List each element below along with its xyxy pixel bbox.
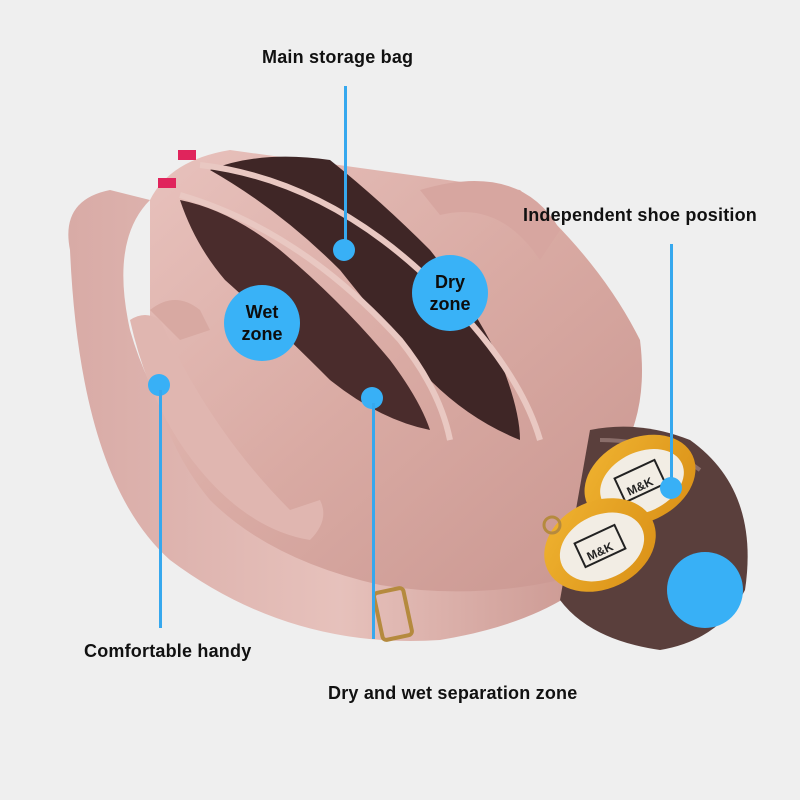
callout-main-storage-dot [333,239,355,261]
callout-shoe-position-line [670,244,673,482]
callout-handle-dot [148,374,170,396]
callout-handle-label: Comfortable handy [84,641,252,661]
shoulder-strap [68,190,611,641]
callout-separation-line [372,403,375,639]
zipper-pull [158,178,176,188]
callout-main-storage-line [344,86,347,246]
callout-separation-label: Dry and wet separation zone [328,683,578,703]
wet-zone-line1: Wet [245,302,279,322]
wet-zone-bubble: Wet zone [224,285,300,361]
main-compartment-opening [210,156,520,440]
callout-shoe-position-dot [660,477,682,499]
wet-compartment-opening [180,200,430,430]
shoe-front: M&K [544,498,656,592]
dry-zone-bubble: Dry zone [412,255,488,331]
wet-zone-line2: zone [241,324,283,344]
callout-separation-dot [361,387,383,409]
top-handle [420,181,560,260]
strap-buckle [372,586,414,642]
callout-handle-line [159,390,162,628]
callout-shoe-position-label: Independent shoe position [523,205,757,225]
decorative-blue-circle [667,552,743,628]
dry-zone-line1: Dry [434,272,465,292]
zipper-pull [178,150,196,160]
dry-zone-line2: zone [429,294,471,314]
callout-main-storage-label: Main storage bag [262,47,414,67]
side-handle [130,315,324,540]
